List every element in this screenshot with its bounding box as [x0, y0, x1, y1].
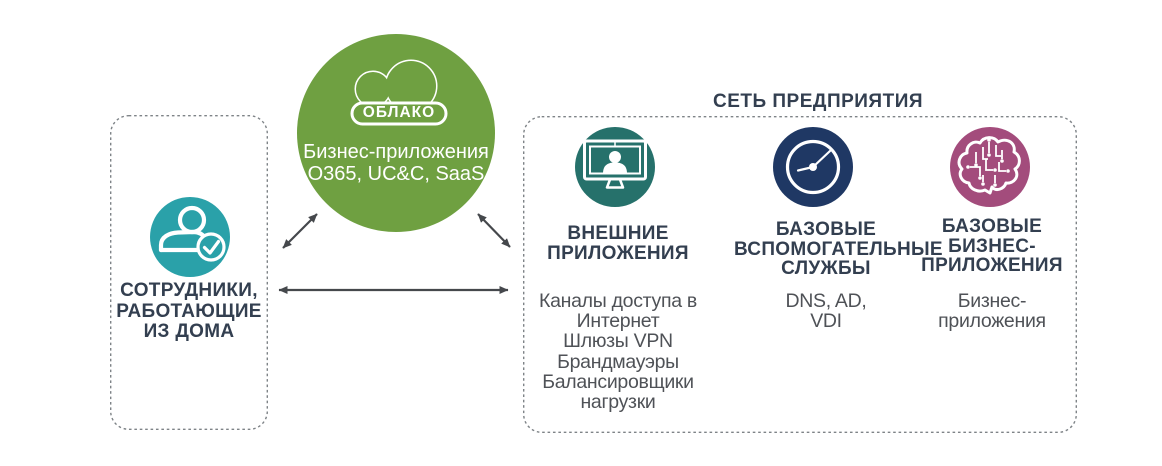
cloud-badge-label: ОБЛАКО [362, 104, 436, 121]
external-apps-heading: ВНЕШНИЕ ПРИЛОЖЕНИЯ [547, 223, 689, 264]
brain-circuit-icon [957, 136, 1021, 195]
home-workers-circle [150, 197, 230, 277]
enterprise-network-title: СЕТЬ ПРЕДПРИЯТИЯ [712, 91, 924, 112]
external-apps-body: Каналы доступа в Интернет Шлюзы VPN Бран… [539, 290, 697, 414]
support-services-circle [773, 127, 853, 207]
cloud-circle: ОБЛАКО Бизнес-приложения O365, UC&C, Saa… [297, 34, 495, 232]
cloud-icon [350, 59, 448, 126]
arrow-home-cloud [282, 213, 318, 249]
cloud-description: Бизнес-приложения O365, UC&C, SaaS [303, 141, 489, 185]
home-workers-label: СОТРУДНИКИ, РАБОТАЮЩИЕ ИЗ ДОМА [116, 280, 262, 342]
business-apps-circle [950, 127, 1030, 207]
business-apps-body: Бизнес- приложения [938, 290, 1046, 333]
person-check-icon [158, 205, 226, 262]
home-workers-box [109, 114, 269, 431]
monitor-user-icon [583, 139, 647, 189]
arrow-cloud-enterprise [477, 213, 511, 248]
support-services-body: DNS, AD, VDI [785, 290, 867, 333]
business-apps-heading: БАЗОВЫЕ БИЗНЕС- ПРИЛОЖЕНИЯ [921, 216, 1063, 276]
clock-icon [785, 139, 841, 195]
external-apps-circle [575, 127, 655, 207]
support-services-heading: БАЗОВЫЕ ВСПОМОГАТЕЛЬНЫЕ СЛУЖБЫ [734, 219, 943, 279]
